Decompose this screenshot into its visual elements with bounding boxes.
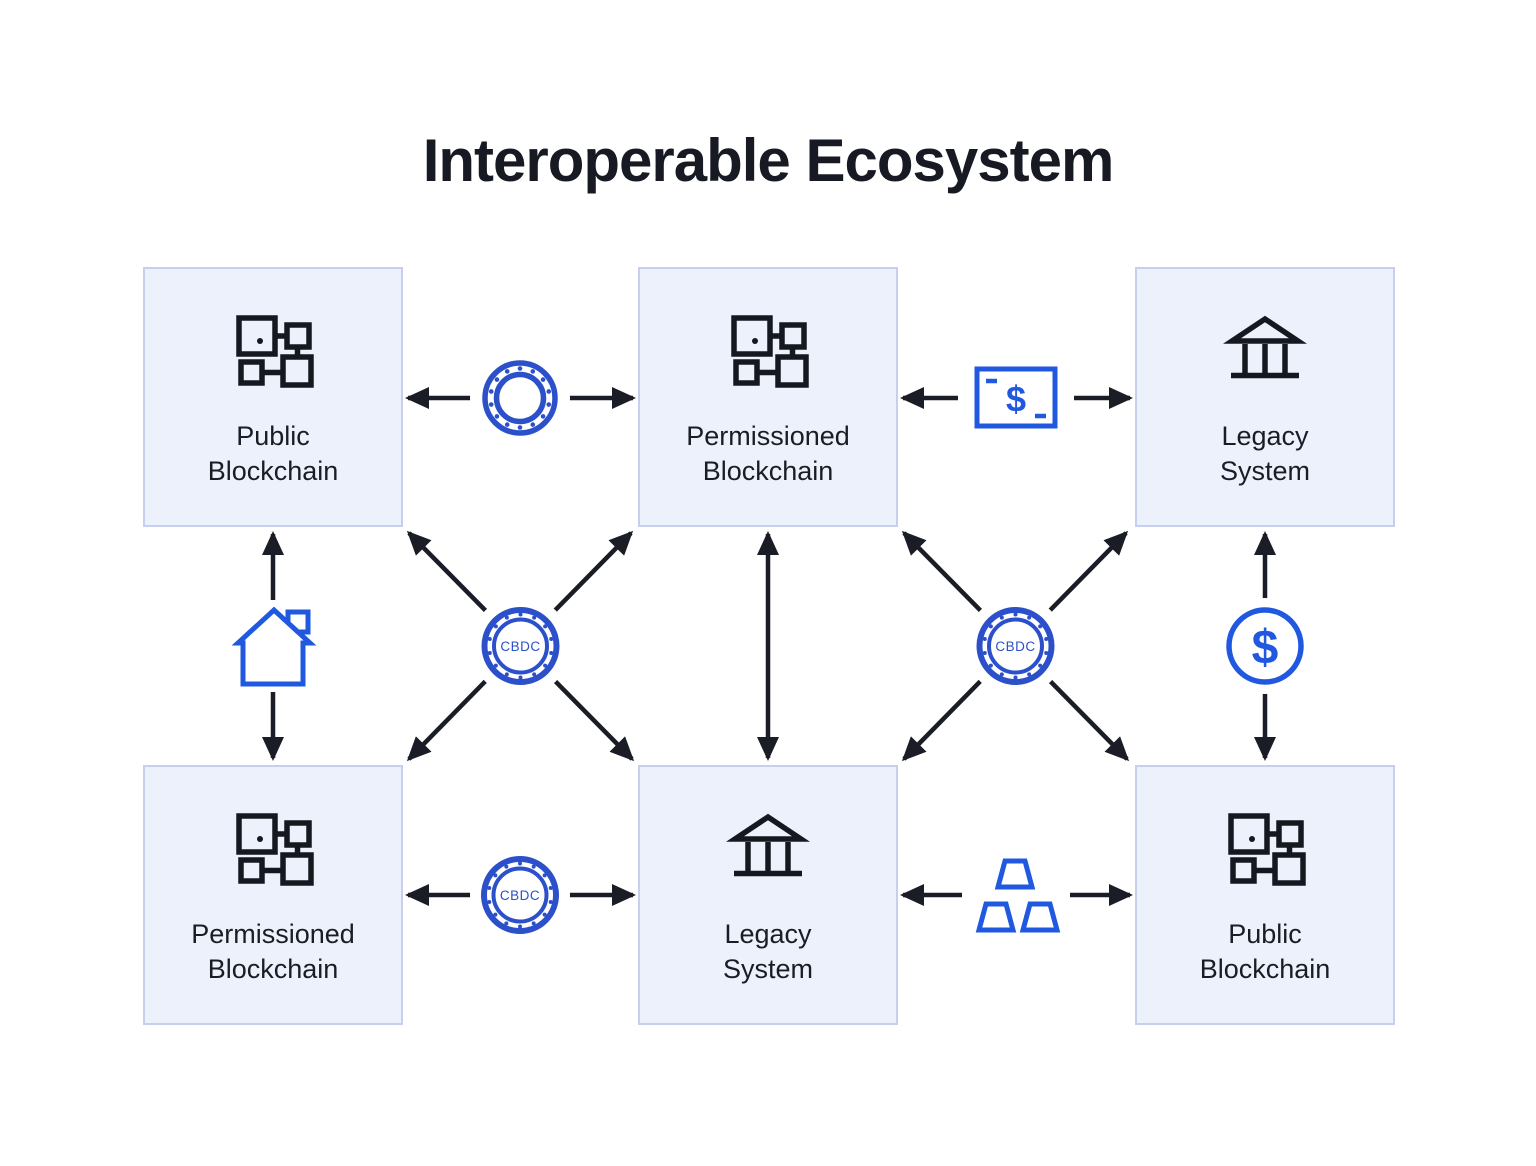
blockchain-icon — [1223, 809, 1307, 893]
node-label-line: Permissioned — [191, 919, 355, 949]
blockchain-icon — [726, 311, 810, 395]
node-public-blockchain-top-left: Public Blockchain — [143, 267, 403, 527]
blockchain-icon — [231, 809, 315, 893]
svg-text:CBDC: CBDC — [995, 639, 1035, 654]
node-legacy-system-top-right: Legacy System — [1135, 267, 1395, 527]
node-label-line: Blockchain — [207, 954, 339, 984]
svg-text:$: $ — [1252, 622, 1279, 675]
node-label-line: Legacy — [1221, 421, 1309, 451]
svg-text:CBDC: CBDC — [500, 639, 540, 654]
cbdc-coin-icon-bottom: CBDC — [470, 845, 570, 945]
gold-bars-icon — [962, 852, 1070, 940]
svg-text:CBDC: CBDC — [500, 888, 540, 903]
node-permissioned-blockchain-top: Permissioned Blockchain — [638, 267, 898, 527]
coin-icon — [470, 348, 570, 448]
node-label-line: Blockchain — [207, 456, 339, 486]
node-label-line: Public — [1228, 919, 1302, 949]
svg-text:$: $ — [1006, 379, 1026, 420]
banknote-icon: $ — [958, 358, 1074, 440]
blockchain-icon — [231, 311, 315, 395]
node-label: Legacy System — [723, 917, 813, 987]
node-label-line: Public — [236, 421, 310, 451]
bank-icon — [1223, 311, 1307, 395]
node-label: Public Blockchain — [1200, 917, 1331, 987]
node-label-line: Permissioned — [686, 421, 850, 451]
node-label-line: Legacy — [724, 919, 812, 949]
node-label: Permissioned Blockchain — [191, 917, 355, 987]
diagram-title: Interoperable Ecosystem — [422, 127, 1115, 194]
node-label: Public Blockchain — [208, 419, 339, 489]
node-legacy-system-bottom-center: Legacy System — [638, 765, 898, 1025]
node-label: Legacy System — [1220, 419, 1310, 489]
node-label-line: Blockchain — [1199, 954, 1331, 984]
node-public-blockchain-bottom-right: Public Blockchain — [1135, 765, 1395, 1025]
node-label-line: System — [1219, 456, 1311, 486]
node-label: Permissioned Blockchain — [686, 419, 850, 489]
cbdc-coin-icon-cross-right: CBDC — [966, 596, 1066, 696]
node-permissioned-blockchain-bottom: Permissioned Blockchain — [143, 765, 403, 1025]
dollar-circle-icon: $ — [1217, 598, 1313, 694]
node-label-line: Blockchain — [702, 456, 834, 486]
cbdc-coin-icon-cross-left: CBDC — [471, 596, 571, 696]
node-label-line: System — [722, 954, 814, 984]
house-icon — [228, 600, 320, 692]
bank-icon — [726, 809, 810, 893]
